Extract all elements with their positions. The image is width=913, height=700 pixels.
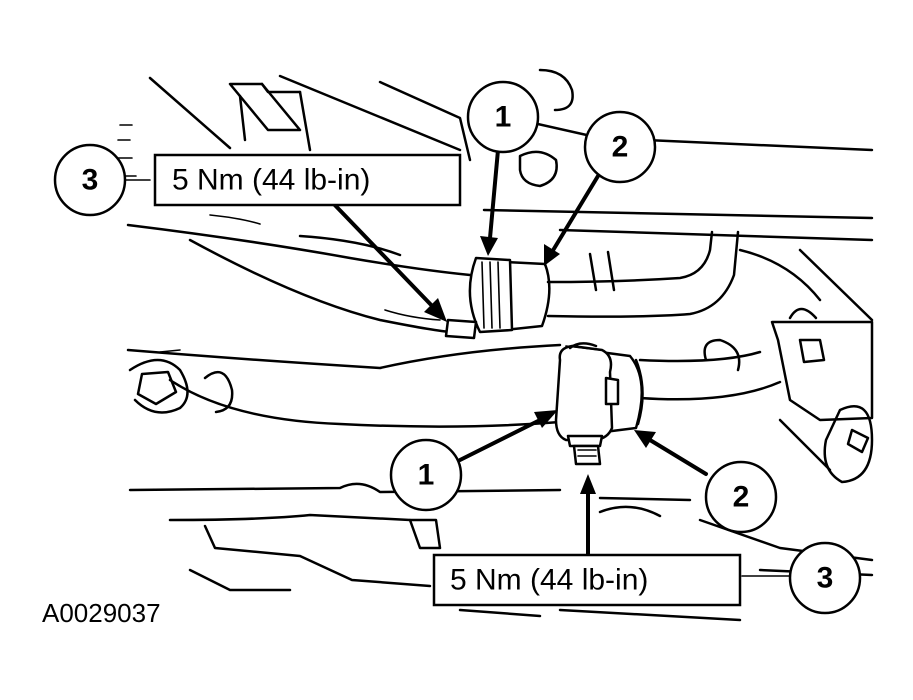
callout-1-upper: 1 bbox=[466, 80, 540, 154]
callout-number: 1 bbox=[495, 101, 512, 134]
callout-1-lower: 1 bbox=[389, 438, 463, 512]
callout-3-lower: 3 bbox=[788, 541, 862, 615]
arrowhead bbox=[534, 410, 558, 428]
callout-number: 2 bbox=[612, 131, 629, 164]
arrowhead bbox=[634, 430, 656, 448]
arrowhead bbox=[480, 236, 498, 256]
callout-number: 3 bbox=[817, 562, 834, 595]
callout-3-upper: 3 bbox=[53, 143, 127, 217]
arrowhead bbox=[580, 474, 596, 494]
torque-spec-text: 5 Nm (44 lb-in) bbox=[172, 164, 370, 197]
figure-id: A0029037 bbox=[42, 598, 161, 628]
callout-2-upper: 2 bbox=[583, 110, 657, 184]
torque-spec-lower: 5 Nm (44 lb-in) bbox=[432, 553, 742, 607]
arrowhead bbox=[424, 298, 447, 322]
torque-spec-upper: 5 Nm (44 lb-in) bbox=[153, 153, 462, 207]
callout-number: 3 bbox=[82, 164, 99, 197]
arrowhead bbox=[544, 244, 560, 266]
callout-number: 1 bbox=[418, 459, 435, 492]
callout-2-lower: 2 bbox=[704, 460, 778, 534]
engine-background-linework bbox=[117, 68, 874, 622]
upper-hose-clamp bbox=[444, 256, 514, 340]
upper-coolant-hose bbox=[126, 214, 782, 401]
callout-number: 2 bbox=[733, 481, 750, 514]
lower-hose-clamp-sensor bbox=[554, 342, 620, 466]
torque-spec-text: 5 Nm (44 lb-in) bbox=[450, 564, 648, 597]
leader-lines bbox=[119, 148, 791, 577]
